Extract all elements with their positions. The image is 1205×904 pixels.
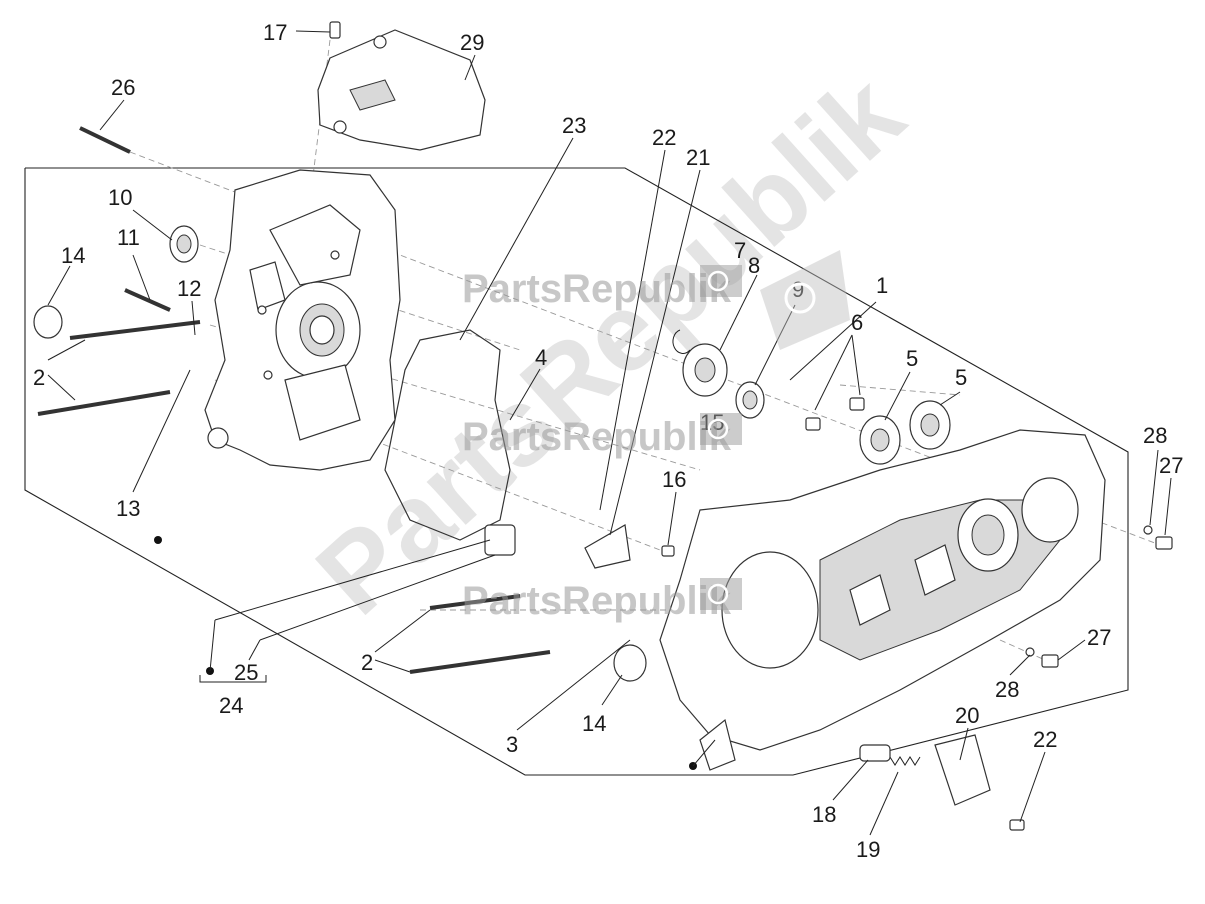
dowel-6 bbox=[805, 397, 865, 431]
bracket-20 bbox=[934, 734, 991, 806]
flag-icon bbox=[760, 250, 850, 350]
callout-20: 20 bbox=[955, 703, 979, 728]
flag-icon bbox=[700, 578, 742, 610]
callout-10: 10 bbox=[108, 185, 132, 210]
gasket-23 bbox=[384, 329, 511, 541]
bracket-21 bbox=[584, 524, 631, 569]
callout-27a: 27 bbox=[1159, 453, 1183, 478]
spring-19 bbox=[889, 756, 921, 766]
washer-28-lower bbox=[1025, 647, 1035, 657]
screw-17 bbox=[329, 21, 341, 39]
callout-14a: 14 bbox=[61, 243, 85, 268]
crankcase-left-half bbox=[204, 169, 401, 471]
callout-4: 4 bbox=[535, 345, 547, 370]
screw-22-lower bbox=[1009, 819, 1025, 831]
callout-27b: 27 bbox=[1087, 625, 1111, 650]
filter-25 bbox=[484, 524, 516, 556]
watermark-top: PartsRepublik bbox=[462, 265, 742, 311]
callout-17: 17 bbox=[263, 20, 287, 45]
gear-icon bbox=[707, 418, 729, 440]
seal-10 bbox=[169, 225, 199, 263]
callout-28b: 28 bbox=[995, 677, 1019, 702]
gear-icon bbox=[707, 270, 729, 292]
circlip-7 bbox=[672, 329, 691, 354]
callout-2a: 2 bbox=[33, 365, 45, 390]
plunger-18 bbox=[859, 744, 891, 762]
callout-leaders bbox=[47, 30, 1172, 836]
watermark-brand: PartsRepublik bbox=[462, 579, 732, 623]
callout-1: 1 bbox=[876, 273, 888, 298]
bearing-5-b bbox=[909, 400, 951, 450]
stud-2-upper bbox=[37, 320, 201, 416]
callout-28a: 28 bbox=[1143, 423, 1167, 448]
washer-28-upper bbox=[1143, 525, 1153, 535]
callout-16: 16 bbox=[662, 467, 686, 492]
callout-21: 21 bbox=[686, 145, 710, 170]
callout-8: 8 bbox=[748, 253, 760, 278]
reference-dot bbox=[154, 536, 162, 544]
callout-22a: 22 bbox=[652, 125, 676, 150]
screw-27-upper bbox=[1155, 536, 1173, 550]
callout-24: 24 bbox=[219, 693, 243, 718]
bolt-26 bbox=[79, 126, 131, 154]
callout-6: 6 bbox=[851, 310, 863, 335]
watermark-brand: PartsRepublik bbox=[462, 415, 732, 459]
callout-23: 23 bbox=[562, 113, 586, 138]
callout-5a: 5 bbox=[906, 346, 918, 371]
callout-22b: 22 bbox=[1033, 727, 1057, 752]
gear-icon bbox=[784, 282, 816, 314]
gear-icon bbox=[707, 583, 729, 605]
cover-part-29 bbox=[317, 29, 486, 151]
screw-27-lower bbox=[1041, 654, 1059, 668]
callout-26: 26 bbox=[111, 75, 135, 100]
watermark-bottom: PartsRepublik bbox=[462, 578, 742, 623]
callout-11: 11 bbox=[117, 225, 140, 250]
screw-16 bbox=[661, 545, 675, 557]
bearing-5-a bbox=[859, 415, 901, 465]
callout-2b: 2 bbox=[361, 650, 373, 675]
callout-labels: 17 29 26 23 22 21 10 11 14 12 7 8 9 1 6 … bbox=[33, 20, 1183, 862]
callout-3: 3 bbox=[506, 732, 518, 757]
pin-11 bbox=[124, 288, 171, 312]
callout-29: 29 bbox=[460, 30, 484, 55]
stud-2-lower bbox=[409, 594, 551, 674]
assembly-frame bbox=[24, 167, 1129, 776]
seal-9 bbox=[735, 381, 765, 419]
crankcase-right-half bbox=[659, 429, 1106, 771]
watermark-brand: PartsRepublik bbox=[462, 267, 732, 311]
watermark-logo-large bbox=[760, 250, 850, 350]
watermark-middle: PartsRepublik bbox=[462, 413, 742, 459]
callout-19: 19 bbox=[856, 837, 880, 862]
callout-5b: 5 bbox=[955, 365, 967, 390]
callout-25: 25 bbox=[234, 660, 258, 685]
callout-14b: 14 bbox=[582, 711, 606, 736]
bushing-14-lower bbox=[613, 644, 647, 682]
callout-7: 7 bbox=[734, 238, 746, 263]
flag-icon bbox=[700, 413, 742, 445]
flag-icon bbox=[700, 265, 742, 297]
bushing-14-upper bbox=[33, 305, 63, 339]
bearing-8 bbox=[682, 343, 728, 397]
callout-12: 12 bbox=[177, 276, 201, 301]
callout-13: 13 bbox=[116, 496, 140, 521]
callout-18: 18 bbox=[812, 802, 836, 827]
